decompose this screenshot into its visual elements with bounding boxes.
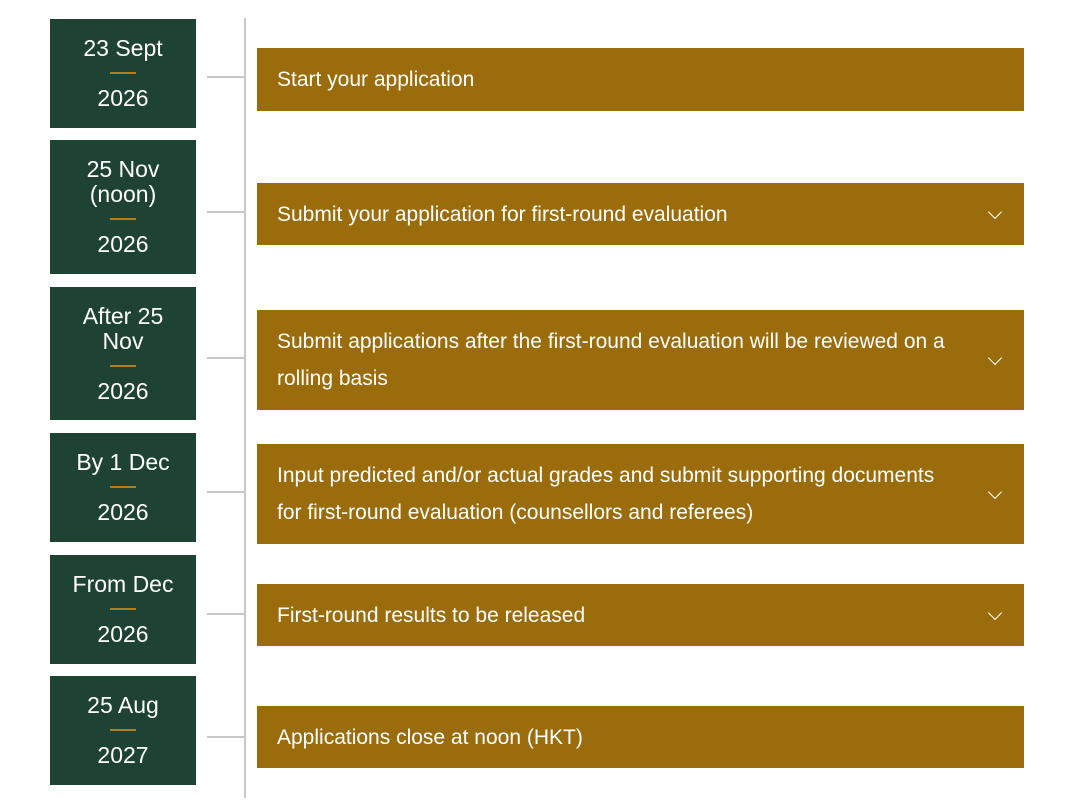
timeline-connector (207, 211, 245, 213)
date-label: After 25 Nov (82, 302, 164, 354)
date-year: 2026 (97, 499, 149, 525)
timeline-item[interactable]: Input predicted and/or actual grades and… (257, 444, 1024, 544)
timeline-connector (207, 357, 245, 359)
date-separator (110, 364, 136, 367)
timeline-item-title: First-round results to be released (277, 603, 586, 627)
timeline-connector (207, 491, 245, 493)
chevron-down-icon[interactable] (987, 484, 1003, 500)
timeline-item-title: Applications close at noon (HKT) (277, 725, 583, 749)
date-separator (110, 608, 136, 610)
date-label: By 1 Dec (76, 449, 170, 475)
timeline-connector (207, 76, 245, 78)
timeline-item-title: Input predicted and/or actual grades and… (277, 464, 935, 524)
date-box: From Dec 2026 (50, 555, 196, 664)
timeline-connector (207, 613, 245, 615)
timeline-connector (207, 736, 245, 738)
date-label: 25 Nov (noon) (86, 156, 160, 207)
timeline-item[interactable]: Start your application (257, 48, 1024, 111)
date-separator (110, 218, 136, 220)
date-separator (110, 729, 136, 731)
date-separator (110, 72, 136, 74)
timeline-item-title: Submit your application for first-round … (277, 202, 728, 226)
chevron-down-icon[interactable] (987, 605, 1003, 621)
date-year: 2026 (97, 85, 149, 111)
date-label: 23 Sept (83, 35, 163, 61)
date-year: 2026 (97, 621, 149, 647)
date-year: 2027 (97, 742, 149, 768)
date-label: 25 Aug (87, 692, 159, 718)
date-box: 23 Sept 2026 (50, 19, 196, 128)
timeline-item[interactable]: First-round results to be released (257, 584, 1024, 646)
chevron-down-icon[interactable] (987, 350, 1003, 366)
date-separator (110, 486, 136, 488)
date-box: 25 Nov (noon) 2026 (50, 140, 196, 274)
timeline-item[interactable]: Submit your application for first-round … (257, 183, 1024, 245)
date-box: By 1 Dec 2026 (50, 433, 196, 542)
date-year: 2026 (97, 377, 149, 404)
timeline-line (244, 18, 246, 798)
timeline-item[interactable]: Applications close at noon (HKT) (257, 706, 1024, 768)
date-box: 25 Aug 2027 (50, 676, 196, 785)
chevron-down-icon[interactable] (987, 204, 1003, 220)
date-label: From Dec (72, 571, 174, 597)
date-year: 2026 (97, 231, 149, 257)
timeline-item-title: Start your application (277, 68, 475, 91)
date-box: After 25 Nov 2026 (50, 287, 196, 420)
timeline-item[interactable]: Submit applications after the first-roun… (257, 310, 1024, 410)
timeline-item-title: Submit applications after the first-roun… (277, 330, 945, 390)
